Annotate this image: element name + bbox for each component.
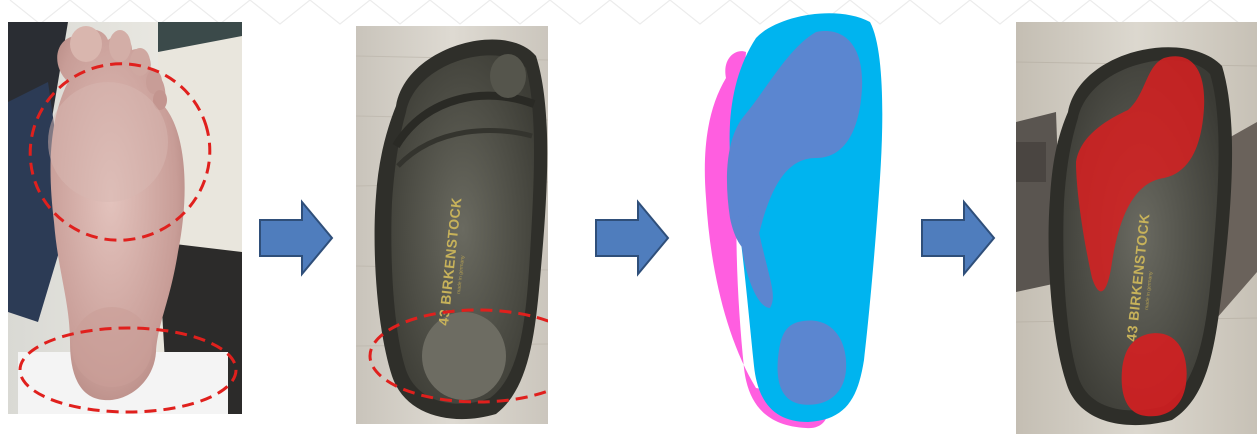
right-arrow-icon xyxy=(258,198,334,278)
right-arrow-icon xyxy=(594,198,670,278)
wear-segmentation-map xyxy=(686,8,886,432)
heel-wear-region xyxy=(778,320,847,404)
insole-with-highlighted-wear: 43 BIRKENSTOCK made in germany xyxy=(1016,22,1257,434)
heel-wear-highlight xyxy=(1122,333,1187,416)
right-arrow-icon xyxy=(920,198,996,278)
worn-insole-photo: 43 BIRKENSTOCK made in germany xyxy=(356,26,548,424)
foot-sole-photo xyxy=(8,22,242,414)
